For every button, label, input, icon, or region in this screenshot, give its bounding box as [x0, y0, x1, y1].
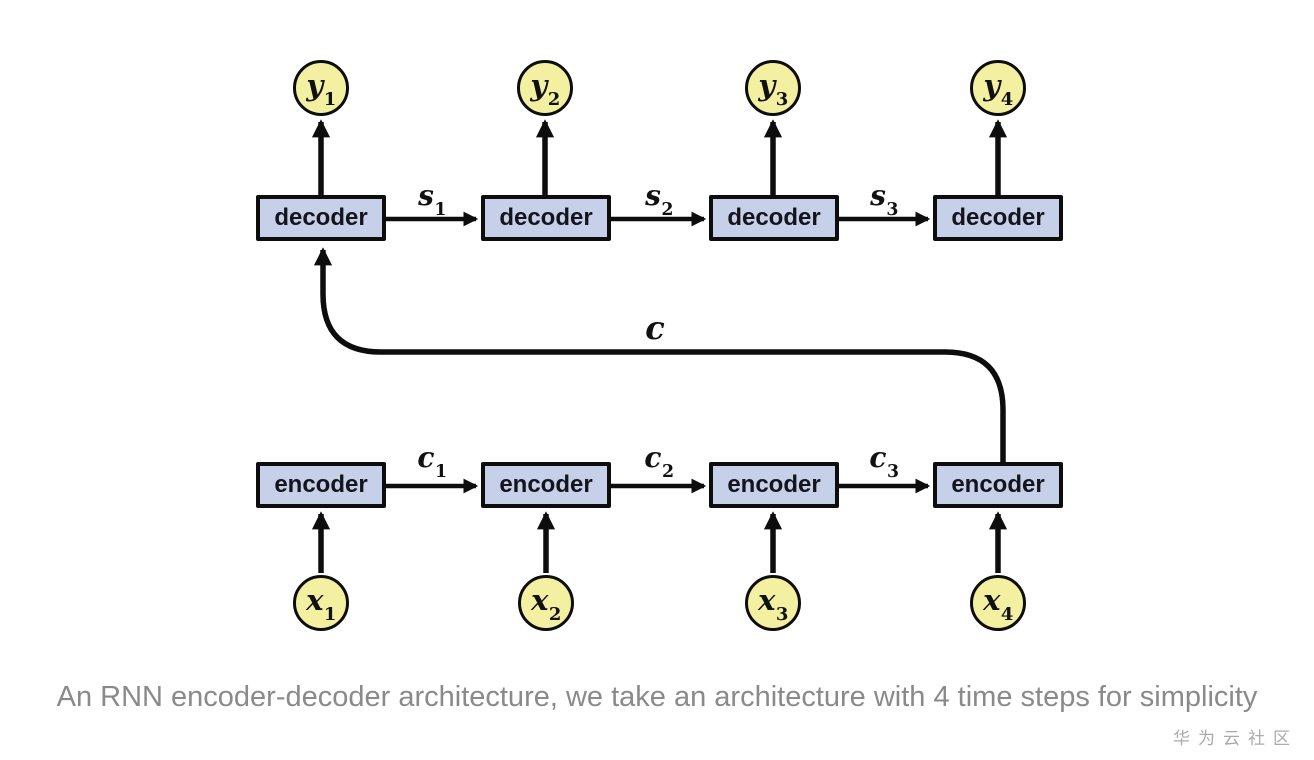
math-sub: 3 [775, 88, 789, 110]
math-sub: 4 [1000, 603, 1014, 625]
encoder-box-3: encoder [709, 462, 839, 508]
input-node-label: x4 [983, 582, 1013, 623]
decoder-box-2: decoder [481, 195, 611, 241]
math-sub: 3 [886, 199, 899, 220]
decoder-box-label: decoder [951, 204, 1045, 231]
figure-caption: An RNN encoder-decoder architecture, we … [56, 681, 1258, 713]
encoder-box-4: encoder [933, 462, 1063, 508]
encoder-box-1: encoder [256, 462, 386, 508]
math-sub: 1 [323, 88, 337, 110]
decoder-box-1: decoder [256, 195, 386, 241]
math-sub: 2 [547, 88, 561, 110]
decoder-state-label-s2: s2 [645, 179, 673, 219]
decoder-box-label: decoder [727, 204, 821, 231]
decoder-state-label-s1: s1 [418, 179, 446, 219]
encoder-box-label: encoder [274, 471, 368, 498]
decoder-state-label-s3: s3 [870, 179, 898, 219]
decoder-box-4: decoder [933, 195, 1063, 241]
decoder-box-label: decoder [499, 204, 593, 231]
input-node-x3: x3 [745, 575, 801, 631]
math-base: c [644, 441, 662, 474]
math-base: x [531, 582, 549, 617]
input-node-label: x2 [531, 582, 561, 623]
math-base: y [530, 67, 548, 102]
math-sub: 2 [662, 461, 675, 482]
math-base: x [983, 582, 1001, 617]
math-base: c [869, 441, 887, 474]
math-sub: 1 [434, 199, 447, 220]
output-node-label: y4 [983, 67, 1013, 108]
encoder-box-label: encoder [499, 471, 593, 498]
input-node-x4: x4 [970, 575, 1026, 631]
output-node-label: y3 [758, 67, 788, 108]
math-sub: 2 [548, 603, 562, 625]
math-sub: 2 [661, 199, 674, 220]
decoder-box-label: decoder [274, 204, 368, 231]
output-node-y4: y4 [970, 60, 1026, 116]
math-base: c [417, 441, 435, 474]
math-sub: 1 [435, 461, 448, 482]
math-base: y [983, 67, 1001, 102]
encoder-box-label: encoder [727, 471, 821, 498]
watermark-text: 华为云社区 [1173, 729, 1298, 748]
math-base: x [758, 582, 776, 617]
context-vector-arrow [313, 247, 1006, 462]
math-base: x [306, 582, 324, 617]
math-base: c [645, 309, 665, 347]
output-node-y1: y1 [293, 60, 349, 116]
output-node-label: y2 [530, 67, 560, 108]
math-base: y [758, 67, 776, 102]
math-sub: 1 [323, 603, 337, 625]
output-node-y3: y3 [745, 60, 801, 116]
encoder-box-2: encoder [481, 462, 611, 508]
math-sub: 4 [1000, 88, 1014, 110]
encoder-state-label-c3: c3 [869, 441, 899, 481]
math-base: y [306, 67, 324, 102]
math-base: s [870, 179, 886, 212]
encoder-state-label-c2: c2 [644, 441, 674, 481]
encoder-box-label: encoder [951, 471, 1045, 498]
math-sub: 3 [775, 603, 789, 625]
math-sub: 3 [887, 461, 900, 482]
input-node-x2: x2 [518, 575, 574, 631]
context-vector-label: c [645, 312, 664, 344]
encoder-state-label-c1: c1 [417, 441, 447, 481]
decoder-box-3: decoder [709, 195, 839, 241]
output-node-label: y1 [306, 67, 336, 108]
input-node-label: x3 [758, 582, 788, 623]
input-node-x1: x1 [293, 575, 349, 631]
output-node-y2: y2 [517, 60, 573, 116]
math-base: s [645, 179, 661, 212]
input-node-label: x1 [306, 582, 336, 623]
math-base: s [418, 179, 434, 212]
